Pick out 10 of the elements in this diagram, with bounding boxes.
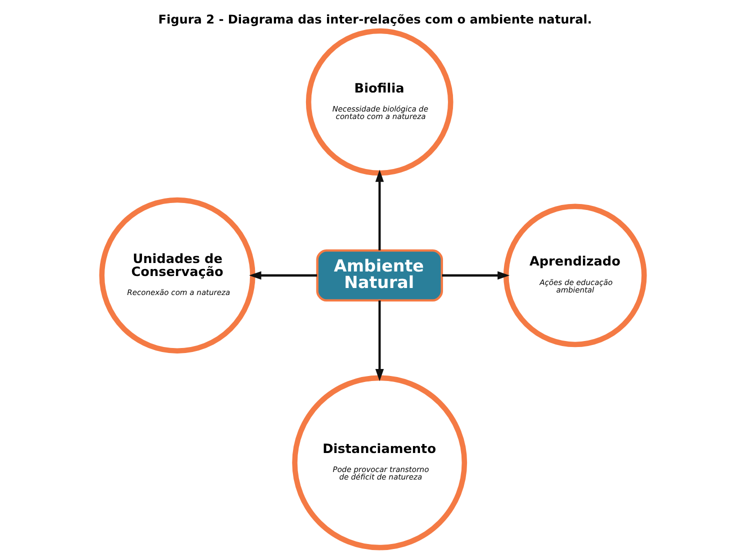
diagram-title: Figura 2 - Diagrama das inter-relações com o ambiente natural. bbox=[158, 12, 592, 26]
node-circle: Distanciamento Pode provocar transtorno de déficit de natureza bbox=[292, 375, 468, 550]
node-circle: Unidades de Conservação Reconexão com a natureza bbox=[99, 197, 256, 354]
arrow bbox=[375, 170, 384, 250]
arrow bbox=[375, 300, 384, 382]
node-box: Ambiente Natural bbox=[316, 249, 443, 302]
node-circle: Biofilia Necessidade biológica de contato com a natureza bbox=[306, 28, 454, 176]
arrow bbox=[249, 271, 318, 280]
arrow bbox=[442, 271, 510, 280]
node-circle: Aprendizado Ações de educação ambiental bbox=[503, 204, 647, 348]
